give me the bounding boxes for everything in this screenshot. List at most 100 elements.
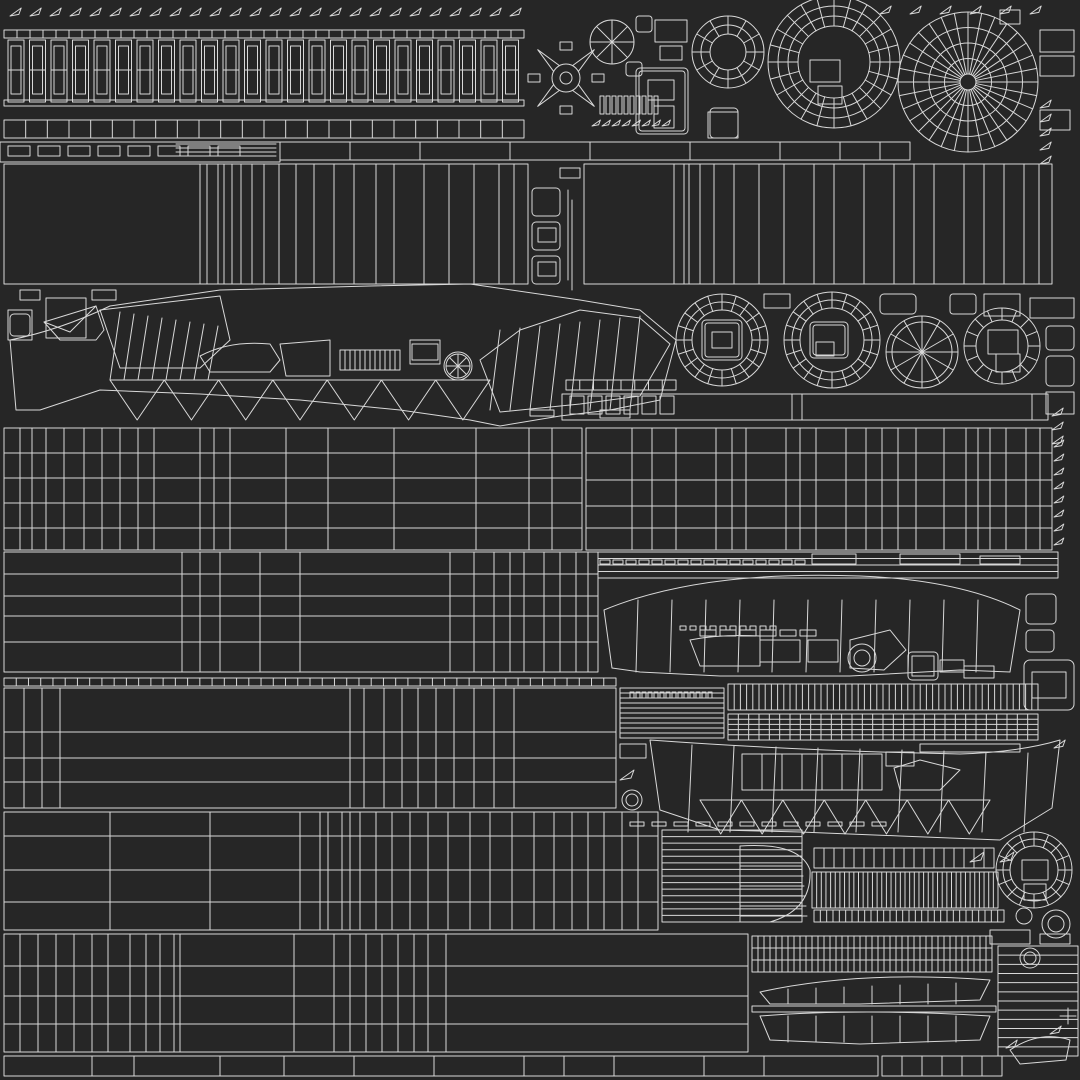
uv-island xyxy=(7,145,31,157)
uv-edge xyxy=(1006,842,1018,854)
uv-island xyxy=(729,559,741,565)
uv-island xyxy=(587,395,603,415)
uv-edge xyxy=(974,84,1034,110)
uv-edge xyxy=(898,67,961,81)
uv-shell xyxy=(309,7,322,17)
uv-shell xyxy=(129,7,142,17)
uv-island xyxy=(695,691,701,699)
uv-island xyxy=(689,691,695,699)
uv-island xyxy=(689,625,697,631)
uv-edge xyxy=(986,369,993,382)
uv-edge xyxy=(970,88,996,148)
uv-island xyxy=(537,227,557,243)
uv-edge xyxy=(1025,355,1038,362)
uv-island xyxy=(659,691,665,699)
uv-row-3-wheels xyxy=(561,291,1075,445)
uv-shell xyxy=(537,84,560,107)
uv-island xyxy=(755,559,767,565)
uv-shell xyxy=(999,5,1012,15)
uv-island xyxy=(729,625,737,631)
uv-ring xyxy=(559,71,573,85)
uv-shell xyxy=(489,7,502,17)
uv-shell xyxy=(1053,481,1065,490)
uv-edge xyxy=(971,88,1008,141)
uv-shell xyxy=(739,845,811,923)
uv-island xyxy=(244,39,261,103)
uv-island xyxy=(703,559,715,565)
uv-island xyxy=(531,187,561,217)
uv-shell xyxy=(1053,739,1066,749)
uv-edge xyxy=(684,357,699,368)
uv-shell-middle-right xyxy=(597,551,1075,711)
uv-edge xyxy=(776,28,804,45)
uv-shell xyxy=(909,5,922,15)
uv-ring xyxy=(621,789,643,811)
uv-edge xyxy=(940,88,966,148)
uv-edge xyxy=(803,365,814,380)
uv-shell xyxy=(69,7,82,17)
uv-island xyxy=(351,39,369,103)
uv-island xyxy=(827,821,843,827)
uv-island xyxy=(679,625,687,631)
uv-island xyxy=(279,141,911,161)
uv-island xyxy=(605,95,611,115)
uv-island xyxy=(711,331,733,349)
uv-edge xyxy=(137,315,149,381)
uv-island xyxy=(115,39,132,103)
uv-shell xyxy=(1051,435,1064,445)
uv-shell xyxy=(1039,99,1052,109)
uv-island xyxy=(287,39,304,103)
uv-island xyxy=(1045,391,1075,415)
uv-edge xyxy=(109,311,121,381)
uv-edge xyxy=(687,744,693,833)
uv-island xyxy=(690,559,702,565)
uv-island xyxy=(717,821,733,827)
uv-edge xyxy=(974,42,1027,79)
uv-island xyxy=(651,559,663,565)
uv-edge xyxy=(1006,886,1018,898)
uv-ring xyxy=(891,321,953,383)
uv-edge xyxy=(898,83,961,97)
uv-top-mechanical-parts xyxy=(527,0,1075,165)
uv-island xyxy=(409,339,441,365)
uv-island xyxy=(127,145,151,157)
uv-edge xyxy=(611,41,629,59)
uv-edge xyxy=(509,327,521,411)
uv-island xyxy=(1025,593,1057,625)
uv-island xyxy=(3,1055,879,1077)
uv-island xyxy=(768,559,780,565)
uv-panel-f xyxy=(3,933,1003,1077)
uv-edge-strip xyxy=(699,799,991,835)
uv-edge xyxy=(677,348,694,355)
uv-island xyxy=(739,625,747,631)
uv-edge xyxy=(1042,834,1050,849)
uv-island xyxy=(769,625,777,631)
uv-island xyxy=(1025,629,1055,653)
uv-edge xyxy=(635,599,639,673)
uv-edge xyxy=(800,4,817,32)
uv-island xyxy=(653,95,659,115)
uv-island xyxy=(1039,55,1075,77)
uv-island xyxy=(794,559,806,565)
uv-ring xyxy=(847,643,877,673)
uv-shell xyxy=(1051,407,1064,417)
uv-island xyxy=(699,629,717,637)
uv-edge xyxy=(816,96,826,127)
uv-edge xyxy=(864,79,892,96)
uv-shell xyxy=(1051,421,1064,431)
uv-edge xyxy=(569,321,581,411)
uv-edge xyxy=(969,12,983,75)
uv-island xyxy=(157,145,181,157)
uv-island xyxy=(599,559,611,565)
uv-island xyxy=(531,221,561,251)
uv-shell xyxy=(49,7,62,17)
uv-island xyxy=(671,691,677,699)
uv-edge xyxy=(1023,752,1029,833)
uv-island xyxy=(625,559,637,565)
uv-island xyxy=(871,821,887,827)
uv-edge xyxy=(707,295,714,312)
uv-edge xyxy=(709,67,720,84)
uv-edge xyxy=(750,348,767,355)
